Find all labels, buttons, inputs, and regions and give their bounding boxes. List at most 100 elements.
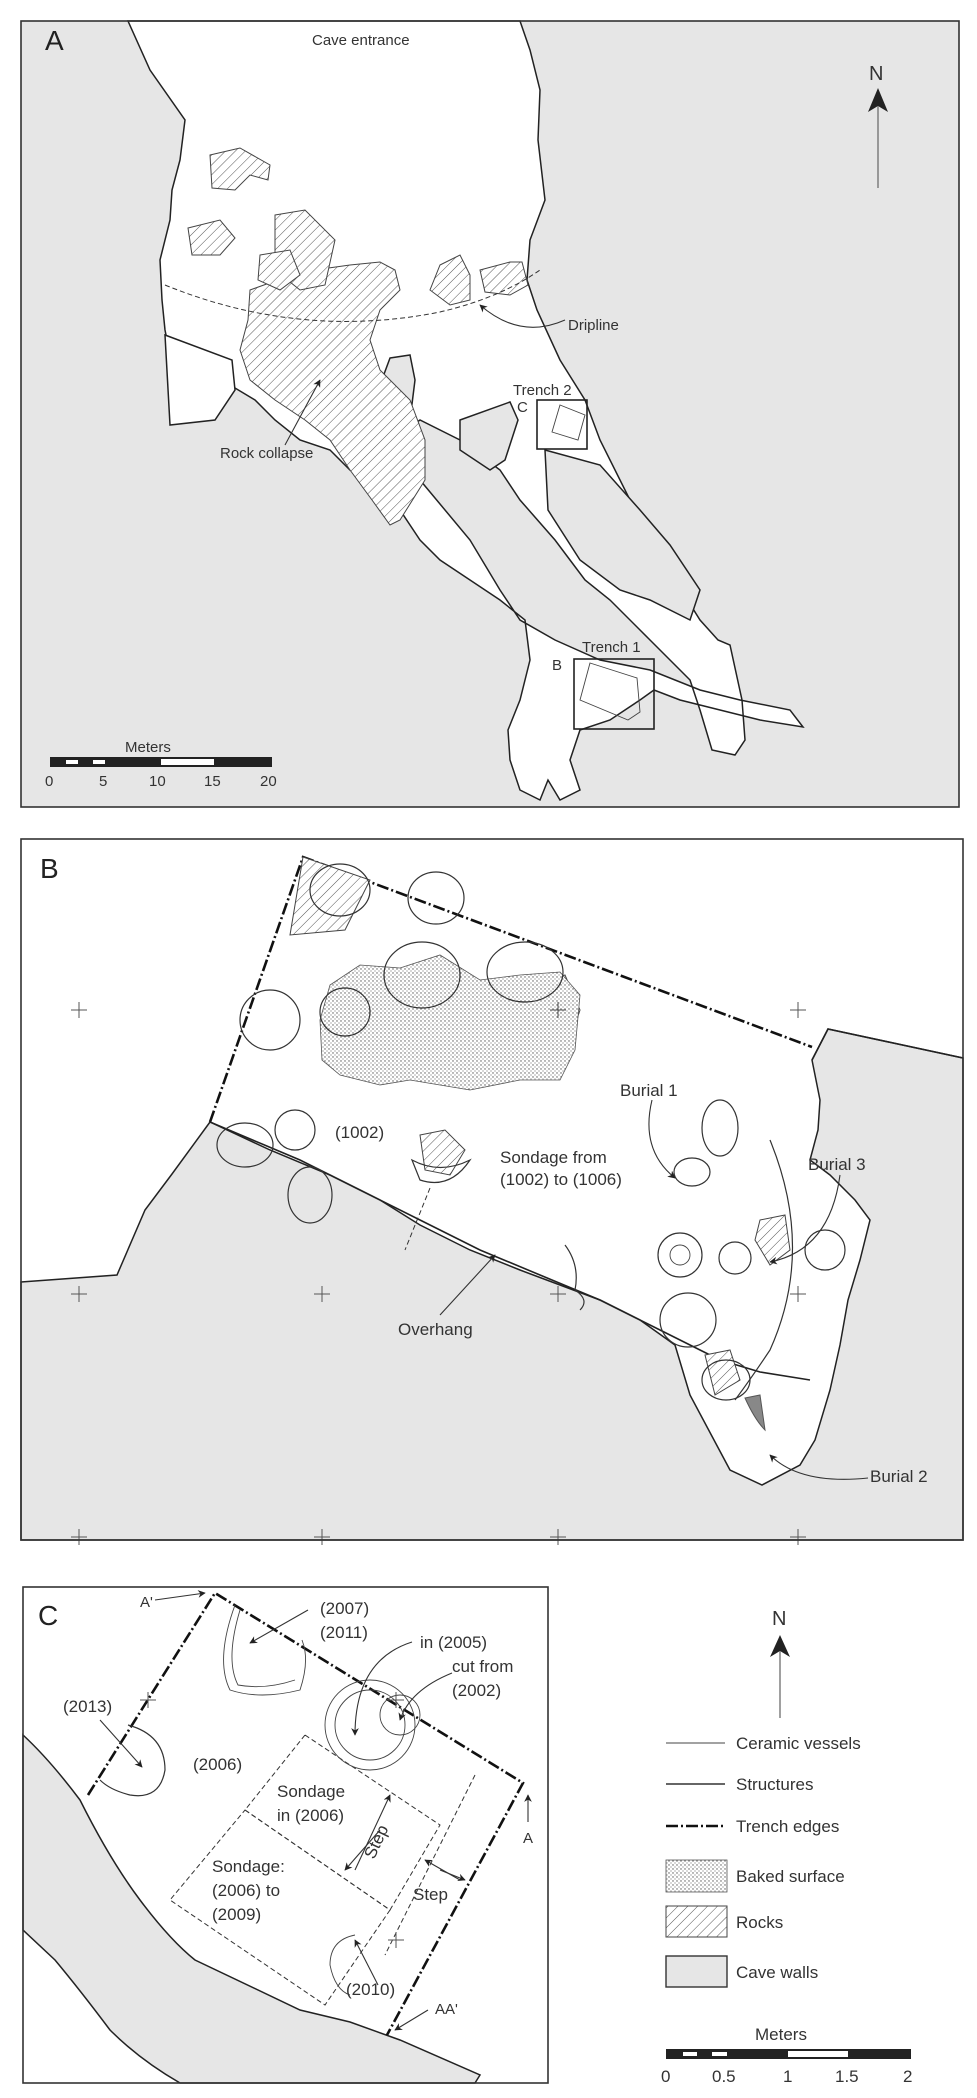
a-prime-arrow xyxy=(154,1590,206,1601)
panel-b: B (1002) Sondage from (1002) to (1006) B… xyxy=(20,838,964,1545)
svg-text:Rocks: Rocks xyxy=(736,1913,783,1932)
scale-bar-a: Meters 0 5 10 15 20 xyxy=(45,739,277,790)
sondage-box-2 xyxy=(169,1809,391,2006)
aa-prime-arrow xyxy=(394,2009,429,2031)
vessel-2002 xyxy=(379,1694,421,1736)
in-2005-label: in (2005) xyxy=(420,1633,487,1652)
svg-text:5: 5 xyxy=(99,773,107,790)
svg-text:Meters: Meters xyxy=(755,2025,807,2044)
step1-arrow-down xyxy=(344,1829,381,1871)
hatch-box-icon xyxy=(665,1905,728,1938)
sondage-in-label-2: in (2006) xyxy=(277,1806,344,1825)
overhang-leader xyxy=(439,1254,496,1316)
a-prime-label: A' xyxy=(140,1594,153,1611)
step2-arrow xyxy=(439,1869,466,1882)
ctx-2007-label: (2007) xyxy=(320,1599,369,1618)
trench1-box[interactable] xyxy=(573,658,655,730)
vessel-2010 xyxy=(329,1934,356,1996)
grid-cross xyxy=(388,1932,404,1948)
rock-b-3 xyxy=(419,1129,466,1176)
ctx-2006-label: (2006) xyxy=(193,1755,242,1774)
panel-c-letter: C xyxy=(38,1600,58,1631)
svg-text:0: 0 xyxy=(45,773,53,790)
svg-text:0: 0 xyxy=(661,2067,670,2086)
ctx-2002-label: (2002) xyxy=(452,1681,501,1700)
ctx-2010-arrow xyxy=(354,1939,379,1986)
burial2-label: Burial 2 xyxy=(870,1467,928,1486)
rock-collapse xyxy=(239,261,426,526)
sondage-boundary xyxy=(404,1187,431,1251)
grid-cross xyxy=(140,1692,156,1708)
sondage2-label-3: (2009) xyxy=(212,1905,261,1924)
trench-edge-c xyxy=(86,1591,525,2036)
cut-from-label: cut from xyxy=(452,1657,513,1676)
trench1-outline xyxy=(579,662,641,721)
rock-pillar-2 xyxy=(459,401,519,471)
burial1-leader xyxy=(648,1099,676,1179)
rock-collapse-label: Rock collapse xyxy=(220,445,313,462)
svg-text:Meters: Meters xyxy=(125,739,171,756)
structure-arc xyxy=(734,1139,794,1401)
cave-wall-east-edge xyxy=(811,1028,964,1061)
trench2-ref: C xyxy=(517,399,528,416)
trench2-label: Trench 2 xyxy=(513,382,572,399)
ctx-2013-label: (2013) xyxy=(63,1697,112,1716)
vessel-2005 xyxy=(324,1679,416,1771)
side-chamber xyxy=(164,333,236,426)
panel-b-letter: B xyxy=(40,853,59,884)
ctx-2007-arrow xyxy=(249,1609,309,1644)
context-1002-label: (1002) xyxy=(335,1123,384,1142)
burial2-feature xyxy=(744,1394,766,1432)
panel-a-frame xyxy=(20,20,960,808)
a-label: A xyxy=(523,1830,533,1847)
legend-item-rocks: Rocks xyxy=(665,1905,783,1938)
burial3-leader xyxy=(769,1174,841,1265)
legend: N Ceramic vessels Structures Trench edge… xyxy=(661,1608,912,2086)
rock-1 xyxy=(209,147,271,191)
rock-b-4 xyxy=(754,1214,791,1266)
svg-text:2: 2 xyxy=(903,2067,912,2086)
svg-text:N: N xyxy=(772,1608,786,1630)
trench2-outline xyxy=(551,404,586,441)
svg-text:Baked surface: Baked surface xyxy=(736,1867,845,1886)
svg-text:1: 1 xyxy=(783,2067,792,2086)
rock-b-5 xyxy=(704,1349,741,1396)
panel-c: C A' (2007) (2011) in (2005) cut from (2… xyxy=(22,1586,549,2084)
panel-a: A Cave entrance Dripline Rock collapse T… xyxy=(20,20,960,808)
sondage-label-2: (1002) to (1006) xyxy=(500,1170,622,1189)
panel-c-frame xyxy=(22,1586,549,2084)
north-arrow-icon: N xyxy=(868,63,888,188)
cave-entrance-label: Cave entrance xyxy=(312,32,410,49)
dripline-leader xyxy=(479,304,566,328)
step1-arrow-up xyxy=(354,1794,391,1871)
structure-2013 xyxy=(99,1724,166,1797)
trench1-ref: B xyxy=(552,657,562,674)
svg-text:15: 15 xyxy=(204,773,221,790)
legend-item-cave-walls: Cave walls xyxy=(665,1955,818,1988)
ctx-2013-arrow xyxy=(99,1719,143,1768)
stipple-box-icon xyxy=(665,1859,728,1893)
ctx-2011-label: (2011) xyxy=(320,1623,368,1642)
baked-surface xyxy=(319,954,581,1091)
overhang-label: Overhang xyxy=(398,1320,473,1339)
grey-box-icon xyxy=(665,1955,728,1988)
svg-text:Structures: Structures xyxy=(736,1775,813,1794)
svg-text:20: 20 xyxy=(260,773,277,790)
rock-b-1 xyxy=(289,856,371,936)
vessel-features xyxy=(216,863,846,1432)
rock-pillar-3 xyxy=(544,449,701,622)
dripline-label: Dripline xyxy=(568,317,619,334)
trench2-box[interactable] xyxy=(536,399,588,450)
aa-prime-label: AA' xyxy=(435,2001,458,2018)
rock-collapse-leader xyxy=(284,379,321,446)
legend-item-trench: Trench edges xyxy=(666,1817,839,1836)
svg-text:Trench edges: Trench edges xyxy=(736,1817,839,1836)
cave-wall-c xyxy=(22,1733,482,2084)
in-2005-arrow xyxy=(351,1641,413,1736)
rock-5 xyxy=(479,261,529,296)
svg-text:0.5: 0.5 xyxy=(712,2067,736,2086)
sondage-label-1: Sondage from xyxy=(500,1148,607,1167)
sondage2-label-2: (2006) to xyxy=(212,1881,280,1900)
svg-text:10: 10 xyxy=(149,773,166,790)
